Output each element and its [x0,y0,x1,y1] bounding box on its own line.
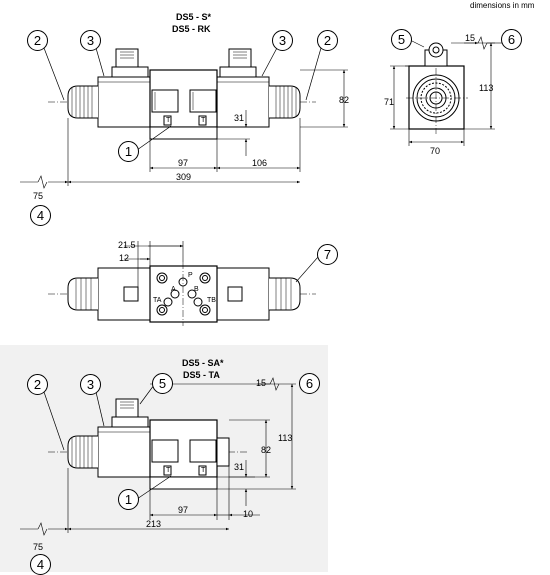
port-ta-label: TA [153,297,162,304]
t-port-mark-right: T [201,117,206,124]
dim-113-bottom: 113 [278,433,293,443]
dim-75-bottom: 75 [33,542,44,552]
t-port-mark-left-bottom: T [166,467,171,474]
side-valve-view [406,42,468,134]
dim-106-top: 106 [252,158,268,168]
dim-70-side: 70 [430,146,441,156]
port-tb-label: TB [207,297,216,304]
t-port-mark-right-bottom: T [201,467,206,474]
model-code-3: DS5 - SA* [182,358,224,368]
dim-97-top: 97 [178,158,189,168]
callout-2-right: 2 [317,30,338,51]
plan-view-dimensions [124,241,319,287]
dim-82-top: 82 [339,95,350,105]
dim-82-bottom: 82 [261,445,272,455]
dim-10-bottom: 10 [243,509,254,519]
top-valve-view [48,48,316,140]
dim-15-bottom: 15 [256,378,267,388]
dim-309-top: 309 [176,172,192,182]
side-view-dimensions [390,36,505,146]
dim-12: 12 [119,253,130,263]
port-a-label: A [171,286,176,293]
callout-7: 7 [317,244,338,265]
top-view-dimensions [20,69,348,189]
callout-3-right: 3 [272,30,293,51]
dim-113-side: 113 [479,83,494,93]
model-code-2: DS5 - RK [172,24,211,34]
dim-31-bottom: 31 [234,462,245,472]
dim-213-bottom: 213 [146,519,162,529]
callout-4-top: 4 [30,205,51,226]
callout-3-bottom: 3 [80,374,101,395]
t-port-mark-left: T [166,117,171,124]
dim-75-top: 75 [33,191,44,201]
callout-3-left: 3 [80,30,101,51]
model-code-4: DS5 - TA [183,370,220,380]
dim-21-5: 21.5 [118,240,136,250]
model-code-1: DS5 - S* [176,12,212,22]
dim-31-top: 31 [234,113,245,123]
top-view-leaders [43,45,322,151]
callout-5-bottom: 5 [152,373,173,394]
callout-2-bottom: 2 [27,374,48,395]
units-note: dimensions in mm [470,1,535,10]
callout-6-bottom: 6 [299,373,320,394]
single-solenoid-leaders [43,384,172,500]
single-solenoid-valve-view [48,398,248,490]
callout-5-side: 5 [391,29,412,50]
callout-1-bottom: 1 [118,489,139,510]
plan-valve-view [48,262,316,326]
port-b-label: B [194,286,199,293]
port-p-label: P [188,272,193,279]
callout-2-left: 2 [27,30,48,51]
callout-1-top: 1 [118,141,139,162]
callout-6-side: 6 [501,29,522,50]
dim-97-bottom: 97 [178,505,189,515]
dim-71-side: 71 [384,97,395,107]
dim-15-side: 15 [465,33,476,43]
